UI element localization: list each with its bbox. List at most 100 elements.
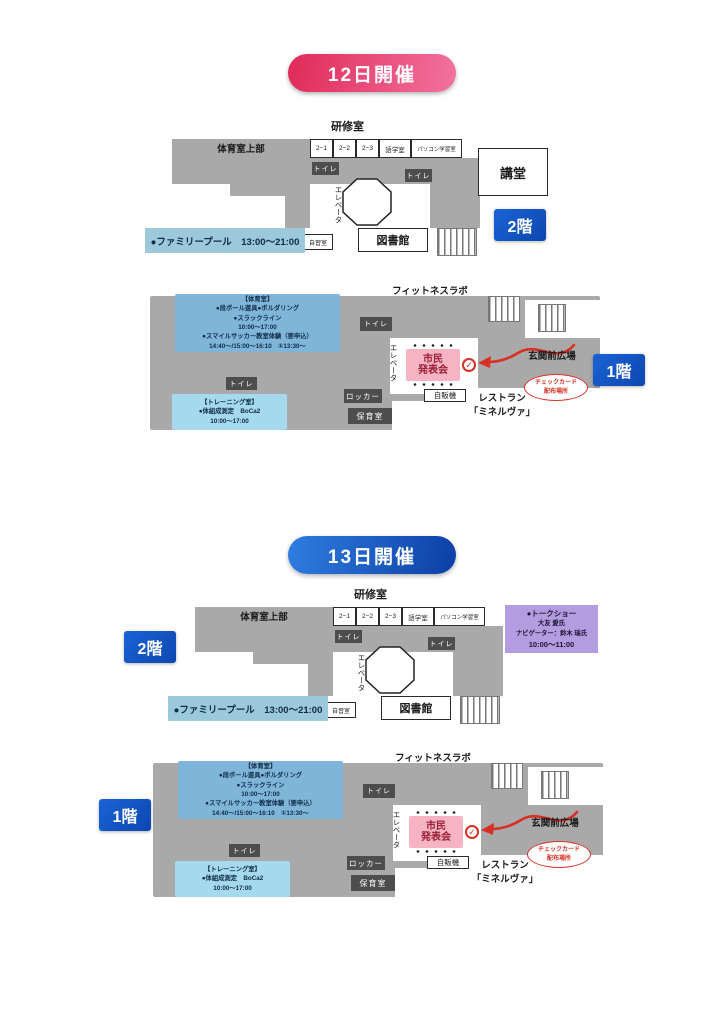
check-card-line: 配布場所 (546, 855, 571, 862)
stairs-block (437, 228, 477, 256)
toilet-box: トイレ (226, 377, 257, 390)
gym-events-box: 【体育室】 ●段ボール遊具●ボルダリング ●スラックライン 10:00〜17:0… (175, 294, 340, 352)
language-room: 語学室 (379, 139, 411, 158)
toilet-box: トイレ (335, 630, 362, 643)
gym-upper-label: 体育室上部 (217, 144, 265, 155)
room-2-3: 2−3 (356, 139, 379, 158)
toilet-box: トイレ (428, 637, 455, 650)
stairs-block (491, 763, 523, 789)
gym-event-line: 10:00〜17:00 (238, 324, 277, 331)
study-room-box: 自習室 (303, 234, 333, 250)
check-icon: ✓ (462, 358, 476, 372)
talkshow-line: ●トークショー (526, 608, 577, 618)
training-room-line: 【トレーニング室】 (204, 865, 261, 873)
toilet-box: トイレ (363, 784, 395, 798)
toilet-box: トイレ (229, 844, 260, 857)
restaurant-label: レストラン 「ミネルヴァ」 (462, 392, 542, 420)
gym-event-line: ●段ボール遊具●ボルダリング (218, 772, 303, 780)
gym-event-line: ●スラックライン (236, 781, 285, 789)
restaurant-line: レストラン (478, 393, 526, 404)
room-2-2: 2−2 (333, 139, 356, 158)
gym-event-line: 【体育室】 (241, 295, 274, 303)
wall-block (253, 652, 308, 664)
training-room-line: ●体組成測定 BoCa2 (198, 408, 261, 416)
room-2-1: 2−1 (310, 139, 333, 158)
family-pool-banner: ●ファミリープール 13:00〜21:00 (168, 696, 328, 721)
gym-event-line: 14:40〜/15:00〜16:10 ①13:30〜 (209, 342, 306, 350)
nursery-box: 保育室 (348, 408, 392, 424)
training-room-line: ●体組成測定 BoCa2 (201, 875, 264, 883)
elevator-label: エレベータ (389, 344, 398, 382)
locker-box: ロッカー (347, 856, 385, 870)
stairs-block (541, 771, 569, 799)
open-area (392, 401, 455, 430)
gym-event-line: 10:00〜17:00 (241, 791, 280, 798)
language-room: 語学室 (402, 607, 434, 626)
day13-event-badge: 13日開催 (288, 536, 456, 574)
study-room-box: 自習室 (326, 702, 356, 718)
route-arrow-icon (470, 338, 578, 372)
fitness-lab-label: フィットネスラボ (395, 753, 471, 764)
locker-box: ロッカー (344, 389, 382, 403)
gym-event-line: ●スマイルサッカー教室体験（要申込） (202, 333, 313, 341)
wall-block (230, 184, 285, 196)
civic-presentation-box: 市民 発表会 (409, 809, 463, 855)
route-arrow-icon (473, 805, 581, 839)
check-card-line: チェックカード (534, 380, 577, 387)
civic-presentation-line: 発表会 (418, 365, 448, 376)
floor1-plan-day12: フィットネスラボ 【体育室】 ●段ボール遊具●ボルダリング ●スラックライン 1… (140, 282, 655, 437)
nursery-box: 保育室 (351, 875, 395, 891)
floor-1-badge: 1階 (593, 354, 645, 386)
gym-upper-label: 体育室上部 (240, 612, 288, 623)
gym-events-box: 【体育室】 ●段ボール遊具●ボルダリング ●スラックライン 10:00〜17:0… (178, 761, 343, 819)
restaurant-label: レストラン 「ミネルヴァ」 (465, 859, 545, 887)
vending-machine-box: 自販機 (424, 389, 466, 402)
wall-block (453, 652, 503, 696)
civic-presentation-line: 市民 (426, 820, 446, 832)
gym-upper-area: 体育室上部 (195, 607, 333, 652)
seminar-rooms-label: 研修室 (331, 121, 364, 133)
training-room-line: 【トレーニング室】 (201, 398, 258, 406)
training-room-line: 10:00〜17:00 (213, 884, 252, 892)
octagon-stairwell (342, 178, 392, 226)
auditorium-box: 講堂 (478, 148, 548, 196)
talkshow-box: ●トークショー 大友 愛氏 ナビゲーター：鈴木 瑞氏 10:00〜11:00 (505, 605, 598, 653)
training-room-line: 10:00〜17:00 (210, 417, 249, 425)
stairs-block (460, 696, 500, 724)
toilet-box: トイレ (312, 162, 339, 175)
check-card-oval: チェックカード 配布場所 (527, 841, 591, 868)
restaurant-line: 「ミネルヴァ」 (468, 406, 536, 418)
civic-presentation-line: 市民 (423, 353, 443, 365)
talkshow-line: 10:00〜11:00 (528, 639, 575, 649)
fitness-lab-label: フィットネスラボ (392, 286, 468, 297)
seat-dots (413, 810, 459, 815)
elevator-label: エレベータ (392, 811, 401, 849)
room-2-3: 2−3 (379, 607, 402, 626)
elevator-label: エレベータ (357, 654, 366, 692)
floor-2-badge: 2階 (124, 631, 176, 663)
training-room-box: 【トレーニング室】 ●体組成測定 BoCa2 10:00〜17:00 (172, 394, 287, 430)
civic-presentation-box: 市民 発表会 (406, 342, 460, 388)
gym-event-line: ●スラックライン (233, 314, 282, 322)
open-area (395, 868, 458, 897)
gym-event-line: 14:40〜/15:00〜16:10 ①13:30〜 (212, 809, 309, 817)
vending-machine-box: 自販機 (427, 856, 469, 869)
elevator-label: エレベータ (334, 186, 343, 224)
wall-block (285, 184, 310, 228)
check-card-line: 配布場所 (543, 388, 568, 395)
toilet-box: トイレ (360, 317, 392, 331)
wall-block (430, 184, 480, 228)
library-box: 図書館 (358, 228, 428, 252)
room-2-2: 2−2 (356, 607, 379, 626)
octagon-stairwell (365, 646, 415, 694)
gym-event-line: ●段ボール遊具●ボルダリング (215, 305, 300, 313)
toilet-box: トイレ (405, 169, 432, 182)
seat-dots (413, 849, 459, 854)
floor2-plan-day12: 研修室 体育室上部 2−1 2−2 2−3 語学室 パソコン学習室 トイレ トイ… (145, 118, 585, 270)
restaurant-line: レストラン (481, 860, 529, 871)
talkshow-line: 大友 愛氏 (538, 620, 565, 628)
pc-learning-room: パソコン学習室 (411, 139, 462, 158)
gym-event-line: ●スマイルサッカー教室体験（要申込） (205, 800, 316, 808)
gym-event-line: 【体育室】 (244, 762, 277, 770)
